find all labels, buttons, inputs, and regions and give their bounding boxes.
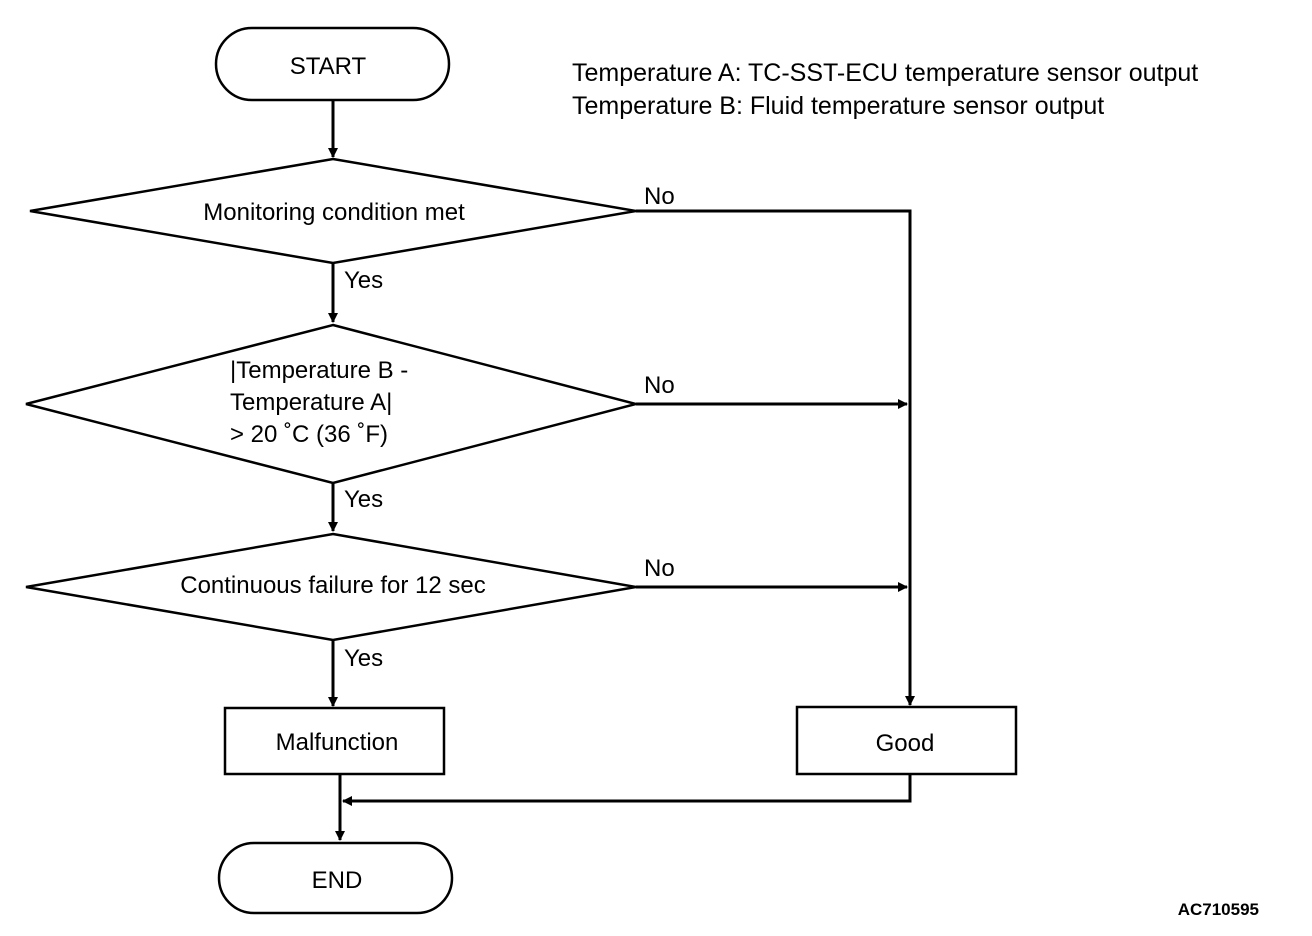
connector-decision1-no bbox=[636, 209, 915, 706]
decision1-no-label: No bbox=[644, 183, 675, 210]
decision3-no-label: No bbox=[644, 555, 675, 582]
decision-continuous-failure-label: Continuous failure for 12 sec bbox=[180, 572, 486, 599]
malfunction-label: Malfunction bbox=[276, 729, 399, 756]
decision1-yes-label: Yes bbox=[344, 267, 383, 294]
decision2-yes-label: Yes bbox=[344, 486, 383, 513]
legend-temperature-b: Temperature B: Fluid temperature sensor … bbox=[572, 92, 1104, 120]
good-label: Good bbox=[876, 730, 935, 757]
decision-temperature-difference-line2: Temperature A| bbox=[230, 389, 392, 416]
decision3-yes-label: Yes bbox=[344, 645, 383, 672]
legend-temperature-a: Temperature A: TC-SST-ECU temperature se… bbox=[572, 59, 1198, 87]
malfunction-box bbox=[223, 706, 446, 776]
good-box bbox=[795, 705, 1018, 776]
decision-temperature-difference-line1: |Temperature B - bbox=[230, 357, 408, 384]
decision-monitoring-condition-label: Monitoring condition met bbox=[203, 199, 465, 226]
connector-good-to-merge bbox=[342, 774, 912, 806]
figure-code: AC710595 bbox=[1178, 900, 1259, 919]
start-label: START bbox=[290, 53, 367, 80]
end-terminal bbox=[217, 841, 454, 915]
decision-temperature-difference-line3: > 20 ˚C (36 ˚F) bbox=[230, 421, 388, 448]
decision2-no-label: No bbox=[644, 372, 675, 399]
end-label: END bbox=[312, 867, 363, 894]
